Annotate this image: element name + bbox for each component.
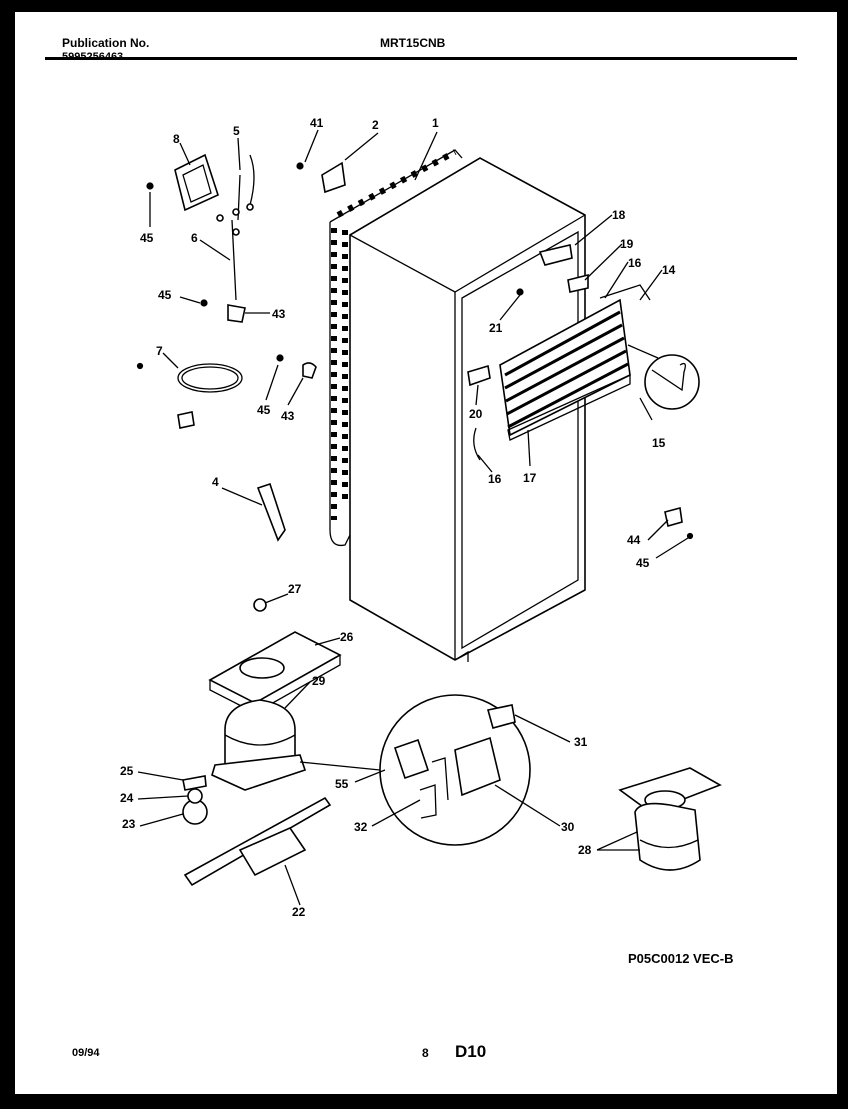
drain-pan: [208, 631, 342, 714]
callout-28: 28: [578, 843, 592, 857]
callout-14: 14: [662, 263, 676, 277]
callout-2: 2: [372, 118, 379, 132]
evaporator: [499, 284, 651, 441]
callout-30: 30: [561, 820, 575, 834]
footer-date: 09/94: [72, 1047, 100, 1059]
callout-45-d: 45: [636, 556, 650, 570]
detail-15: [627, 344, 700, 421]
compressor: [182, 699, 307, 825]
callout-45-c: 45: [257, 403, 271, 417]
callout-24: 24: [120, 791, 134, 805]
callout-1: 1: [432, 116, 439, 130]
callout-26: 26: [340, 630, 354, 644]
condenser-coil: [329, 149, 463, 547]
callout-17: 17: [523, 471, 537, 485]
callout-21: 21: [489, 321, 503, 335]
callout-20: 20: [469, 407, 483, 421]
model-number: MRT15CNB: [380, 36, 446, 50]
electrical-detail: [299, 694, 531, 846]
callout-43-b: 43: [281, 409, 295, 423]
base-rail: [183, 796, 332, 887]
callout-43-a: 43: [272, 307, 286, 321]
callout-5: 5: [233, 124, 240, 138]
callout-55: 55: [335, 777, 349, 791]
callout-8: 8: [173, 132, 180, 146]
callout-18: 18: [612, 208, 626, 222]
callout-41: 41: [310, 116, 324, 130]
leader-lines: [137, 129, 689, 906]
callout-6: 6: [191, 231, 198, 245]
callout-4: 4: [212, 475, 219, 489]
footer-section: D10: [455, 1042, 487, 1061]
callout-31: 31: [574, 735, 588, 749]
compressor-assembly: [618, 767, 722, 871]
callout-32: 32: [354, 820, 368, 834]
small-parts: [136, 153, 694, 612]
callout-7: 7: [156, 344, 163, 358]
callout-15: 15: [652, 436, 666, 450]
callout-22: 22: [292, 905, 306, 919]
refrigerator-cabinet: [349, 157, 586, 662]
callout-29: 29: [312, 674, 326, 688]
header-rule: [45, 57, 797, 60]
callout-16-b: 16: [488, 472, 502, 486]
callout-45-b: 45: [158, 288, 172, 302]
callout-16-a: 16: [628, 256, 642, 270]
publication-label: Publication No.: [62, 36, 150, 50]
callout-44: 44: [627, 533, 641, 547]
callout-19: 19: [620, 237, 634, 251]
callout-45-a: 45: [140, 231, 154, 245]
diagram-code: P05C0012 VEC-B: [628, 951, 734, 966]
callout-23: 23: [122, 817, 136, 831]
callout-27: 27: [288, 582, 302, 596]
callout-25: 25: [120, 764, 134, 778]
footer-page: 8: [422, 1046, 429, 1060]
callout-numbers: 1 2 41 5 8 45 6 45 43 7 45 43 4 18 19 16…: [120, 116, 676, 919]
